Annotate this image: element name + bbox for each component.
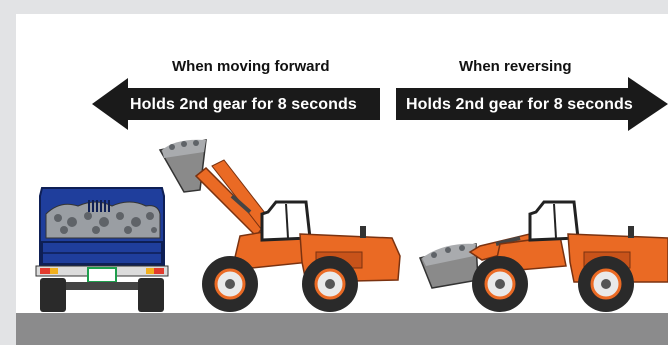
dump-truck-icon — [36, 188, 168, 312]
forward-arrow-label: Holds 2nd gear for 8 seconds — [130, 96, 357, 114]
reverse-arrow-label: Holds 2nd gear for 8 seconds — [406, 96, 633, 114]
caption-forward: When moving forward — [172, 58, 330, 75]
wheel-loader-raised-bucket-icon — [160, 140, 400, 312]
caption-reverse: When reversing — [459, 58, 572, 75]
wheel-loader-lowered-bucket-icon — [420, 202, 668, 312]
